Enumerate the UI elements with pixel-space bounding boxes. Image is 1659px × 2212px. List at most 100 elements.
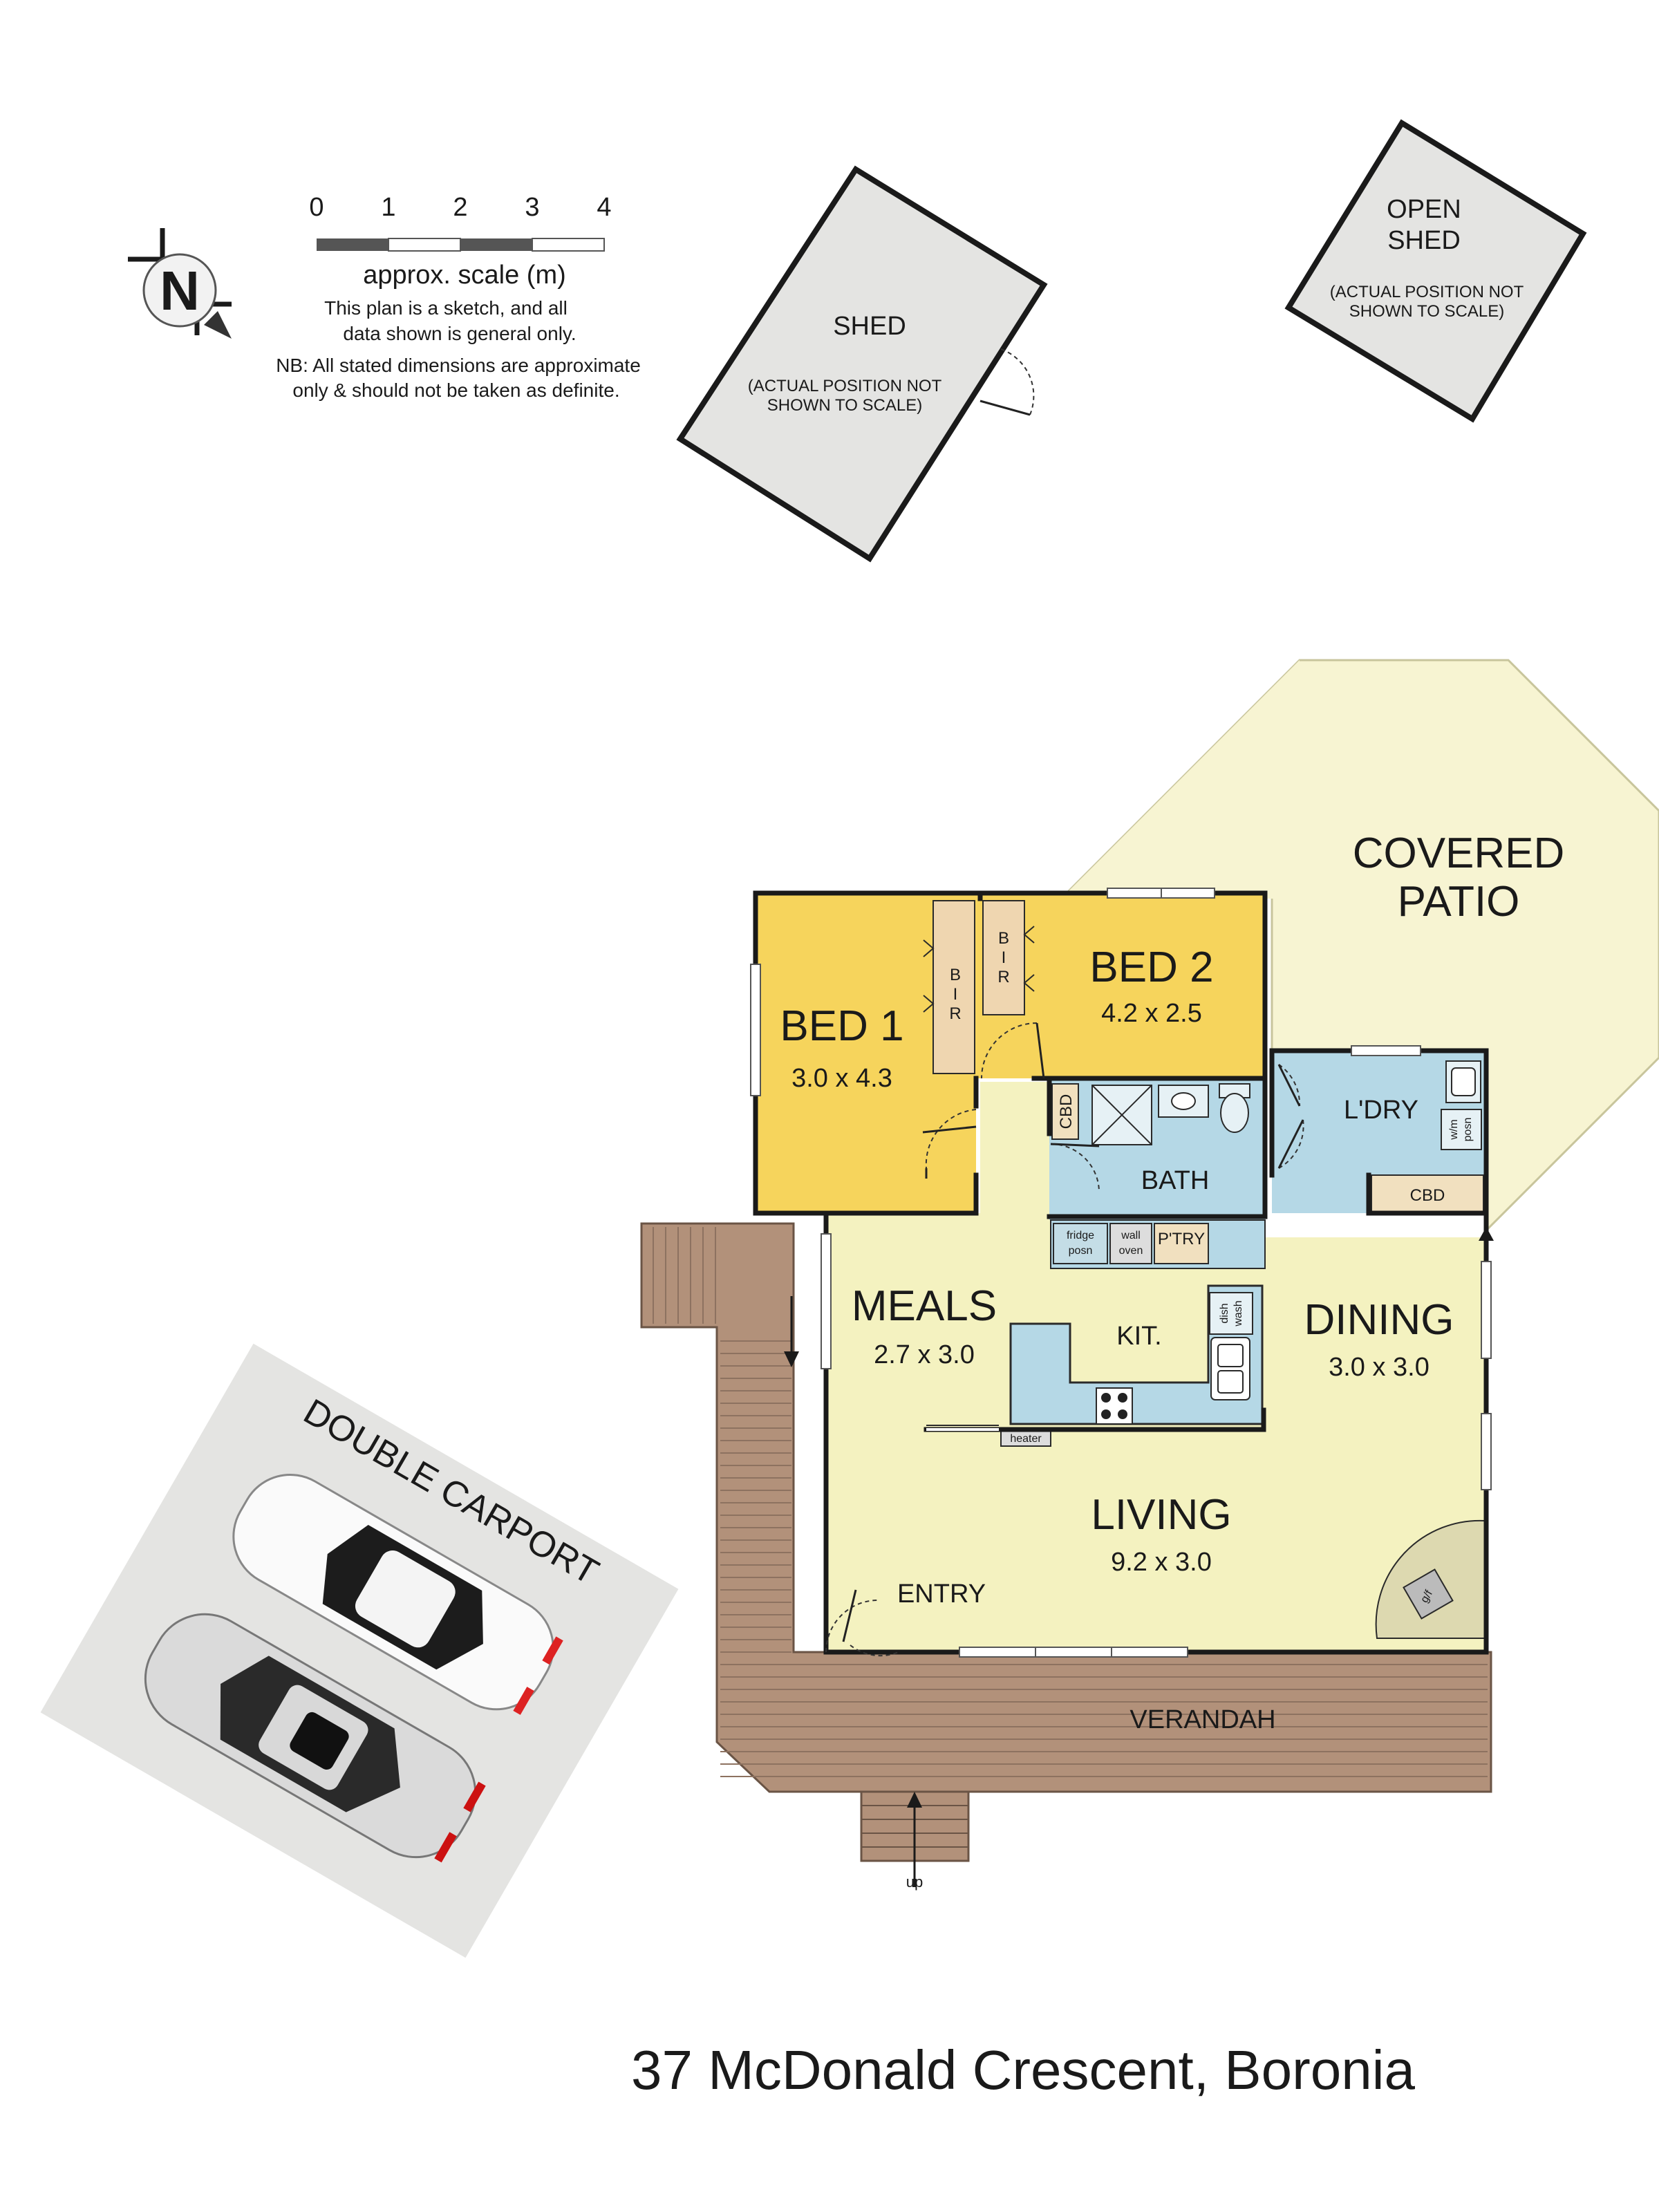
deck-boards (653, 1227, 1488, 1777)
dining-label: DINING (1304, 1296, 1454, 1344)
dishwasher (1209, 1292, 1253, 1335)
toilet-icon (1220, 1093, 1249, 1133)
living-floor (826, 1082, 1486, 1652)
car-icon (232, 1473, 563, 1715)
scale-bar: 0 1 2 3 4 approx. scale (m) (309, 193, 611, 290)
fridge-label-line-1: fridge (1067, 1230, 1094, 1241)
double-carport: DOUBLE CARPORT (40, 1343, 679, 1958)
stairs-up-arrow-icon (907, 1792, 922, 1808)
car-icon (144, 1613, 486, 1863)
bir-1 (932, 900, 975, 1074)
shed-note-line-1: (ACTUAL POSITION NOT (748, 377, 942, 395)
scale-tick-1: 1 (381, 193, 395, 222)
living-dimensions: 9.2 x 3.0 (1111, 1548, 1212, 1577)
bath-fixtures: CBD BATH (1050, 1083, 1250, 1195)
laundry-label: L'DRY (1344, 1096, 1418, 1125)
bir-2-letter-b: B (998, 929, 1009, 948)
heater-label: heater (1010, 1433, 1042, 1445)
verandah-label: VERANDAH (1130, 1705, 1275, 1734)
north-label: N (160, 260, 200, 321)
cooktop-icon (1096, 1387, 1133, 1425)
bed2-label: BED 2 (1089, 944, 1213, 991)
pantry (1154, 1223, 1209, 1264)
bir-1-letter-r: R (949, 1004, 961, 1023)
open-shed-label-line-2: SHED (1387, 226, 1461, 255)
laundry-fixtures: w/m posn CBD L'DRY (1277, 1060, 1484, 1213)
living-label: LIVING (1091, 1491, 1231, 1539)
wall-oven (1109, 1223, 1152, 1264)
wall-oven-label-line-1: wall (1121, 1230, 1141, 1241)
dining-window-1 (1481, 1261, 1492, 1359)
bir-2-letter-r: R (997, 968, 1009, 986)
windows (750, 888, 1494, 1658)
bath-cbd-label: CBD (1057, 1094, 1076, 1130)
meals-label: MEALS (852, 1282, 997, 1330)
shed-outline (676, 165, 1048, 563)
dining-door-arrow-icon (1479, 1227, 1494, 1241)
north-compass: N (128, 228, 232, 339)
entry-label: ENTRY (897, 1580, 986, 1609)
fridge-label-line-2: posn (1069, 1245, 1093, 1257)
dishwasher-label-line-1: dish (1219, 1303, 1230, 1323)
washing-machine-position (1441, 1109, 1482, 1150)
wall-oven-label-line-2: oven (1119, 1245, 1143, 1257)
shed: SHED (ACTUAL POSITION NOT SHOWN TO SCALE… (676, 165, 1048, 563)
dining-window-2 (1481, 1413, 1492, 1490)
stairs-up-label: up (906, 1873, 923, 1891)
shed-label: SHED (833, 312, 906, 341)
bath-cbd (1051, 1083, 1079, 1140)
wm-label-line-2: posn (1462, 1118, 1474, 1142)
verandah-deck: up VERANDAH (640, 1222, 1492, 1891)
carport-slab (40, 1343, 679, 1958)
meals-window (821, 1233, 832, 1369)
bed2-dimensions: 4.2 x 2.5 (1101, 999, 1202, 1028)
disclaimer-line-1: This plan is a sketch, and all (324, 297, 568, 319)
bir-2-letter-i: I (1002, 948, 1006, 967)
open-shed-label-line-1: OPEN (1387, 195, 1461, 224)
room-labels: BED 1 3.0 x 4.3 BED 2 4.2 x 2.5 MEALS 2.… (780, 944, 1454, 1609)
open-shed: OPEN SHED (ACTUAL POSITION NOT SHOWN TO … (1284, 119, 1587, 423)
disclaimer-line-4: only & should not be taken as definite. (292, 379, 619, 401)
shed-note-line-2: SHOWN TO SCALE) (767, 396, 922, 415)
open-shed-note-line-1: (ACTUAL POSITION NOT (1330, 283, 1524, 301)
living-window (959, 1647, 1188, 1658)
covered-patio-label-line-2: PATIO (1398, 878, 1520, 926)
bed1-label: BED 1 (780, 1002, 903, 1050)
laundry-cbd (1371, 1174, 1484, 1213)
kitchen-fixtures: fridge posn wall oven P'TRY dish wash KI… (1053, 1223, 1253, 1425)
bath-label: BATH (1141, 1166, 1210, 1195)
verandah-area (640, 1222, 1492, 1793)
scale-tick-3: 3 (525, 193, 539, 222)
scale-tick-2: 2 (453, 193, 467, 222)
bed2-floor (980, 893, 1265, 1078)
bed1-dimensions: 3.0 x 4.3 (791, 1064, 892, 1093)
bed1-window (750, 964, 761, 1096)
open-shed-note-line-2: SHOWN TO SCALE) (1349, 302, 1504, 321)
dining-dimensions: 3.0 x 3.0 (1329, 1353, 1430, 1382)
disclaimer-line-2: data shown is general only. (343, 323, 576, 344)
covered-patio-label-line-1: COVERED (1353, 830, 1565, 877)
dishwasher-label-line-2: wash (1232, 1300, 1244, 1327)
laundry-floor (1272, 1051, 1486, 1213)
scale-tick-0: 0 (309, 193, 324, 222)
wm-label-line-1: w/m (1448, 1119, 1460, 1140)
disclaimer-line-3: NB: All stated dimensions are approximat… (276, 355, 641, 376)
scale-caption: approx. scale (m) (363, 261, 566, 290)
pantry-label: P'TRY (1158, 1230, 1205, 1248)
open-shed-outline (1284, 119, 1587, 423)
property-address: 37 McDonald Crescent, Boronia (631, 2039, 1415, 2101)
gas-fire-icon (1403, 1568, 1454, 1620)
bir-1-letter-b: B (950, 966, 961, 984)
hallway-floor (980, 1082, 1049, 1217)
basin-icon (1171, 1092, 1196, 1110)
kitchen-label: KIT. (1116, 1322, 1161, 1351)
gas-fire-label: g/f (1418, 1588, 1435, 1604)
bir-2 (982, 900, 1025, 1015)
house-floors (756, 893, 1486, 1652)
fridge-position (1053, 1223, 1108, 1264)
doors (825, 1022, 1045, 1657)
disclaimer: This plan is a sketch, and all data show… (276, 297, 641, 401)
compass-circle-icon (142, 253, 217, 328)
scale-tick-4: 4 (597, 193, 611, 222)
